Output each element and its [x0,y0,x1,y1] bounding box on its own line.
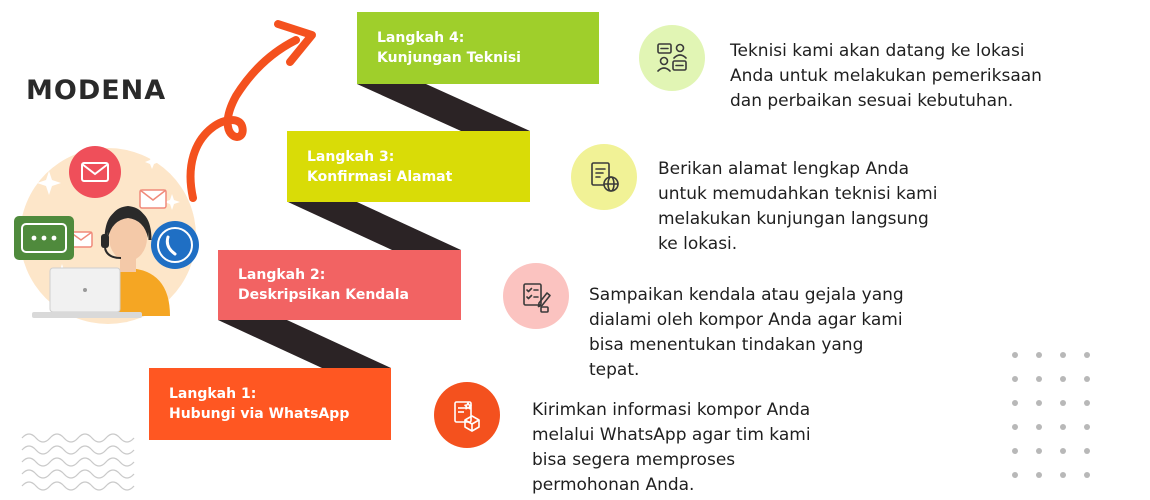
step-1-description-line: permohonan Anda. [532,475,695,495]
step-1-box: Langkah 1: Hubungi via WhatsApp [149,368,391,440]
step-1-icon-circle [434,382,500,448]
step-2-description-line: Sampaikan kendala atau gejala yang [589,285,904,305]
step-3-icon-circle [571,144,637,210]
step-2-box: Langkah 2: Deskripsikan Kendala [218,250,461,320]
step-3-title: Langkah 3: [307,148,395,165]
step-2-description-line: dialami oleh kompor Anda agar kami [589,310,903,330]
step-3-description-line: melakukan kunjungan langsung [658,209,929,229]
step-2-description-line: bisa menentukan tindakan yang [589,335,864,355]
curved-arrow-icon [186,20,316,202]
checklist-edit-icon [523,283,551,313]
connector-step2-step3 [288,202,461,250]
document-globe-icon [591,162,619,192]
dot-grid-decoration [1012,352,1102,492]
step-1-description-line: Kirimkan informasi kompor Anda [532,400,811,420]
wave-lines-decoration [21,433,135,491]
step-3-description-line: Berikan alamat lengkap Anda [658,159,910,179]
step-3-description-line: untuk memudahkan teknisi kami [658,184,938,204]
step-4-box: Langkah 4: Kunjungan Teknisi [357,12,599,84]
step-3-subtitle: Konfirmasi Alamat [307,168,453,185]
step-3-description-line: ke lokasi. [658,234,738,254]
step-2-icon-circle [503,263,569,329]
step-2-subtitle: Deskripsikan Kendala [238,287,409,303]
step-2-description: Sampaikan kendala atau gejala yang diala… [589,283,904,383]
step-2-description-line: tepat. [589,360,640,380]
step-1-description-line: melalui WhatsApp agar tim kami [532,425,811,445]
step-3-box: Langkah 3: Konfirmasi Alamat [287,131,530,202]
connector-step3-step4 [357,84,530,131]
step-1-description-line: bisa segera memproses [532,450,736,470]
step-4-title: Langkah 4: [377,30,465,46]
customer-service-illustration [14,146,199,324]
step-4-icon-circle [639,25,705,91]
step-3-description: Berikan alamat lengkap Anda untuk memuda… [658,157,937,257]
modena-logo: MODENA [26,75,167,106]
step-4-description-line: dan perbaikan sesuai kebutuhan. [730,91,1014,111]
box-document-icon [454,401,480,432]
people-chat-icon [657,43,687,72]
step-1-title: Langkah 1: [169,386,257,402]
step-1-description: Kirimkan informasi kompor Anda melalui W… [532,398,811,498]
step-4-description: Teknisi kami akan datang ke lokasi Anda … [730,39,1042,114]
step-1-subtitle: Hubungi via WhatsApp [169,406,350,422]
step-2-title: Langkah 2: [238,267,326,283]
step-4-subtitle: Kunjungan Teknisi [377,50,521,66]
step-4-description-line: Anda untuk melakukan pemeriksaan [730,66,1042,86]
connector-step1-step2 [218,320,391,368]
step-4-description-line: Teknisi kami akan datang ke lokasi [730,41,1025,61]
